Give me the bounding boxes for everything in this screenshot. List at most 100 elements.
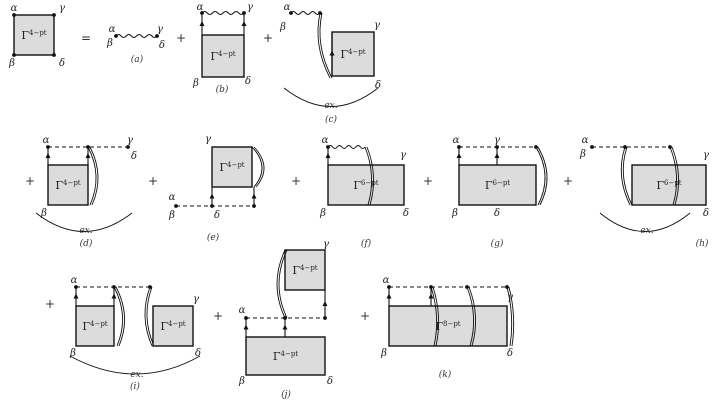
gamma-label: γ [59,3,65,14]
caption-b: (b) [216,84,229,95]
caption-k: (k) [439,369,452,380]
alpha-label: α [71,275,78,286]
arrow-up-icon [325,153,331,158]
gamma-symbol: Γ [292,264,300,277]
gamma-vertex-box [245,336,326,376]
gamma-vertex-box [631,164,707,206]
gamma-vertex-label: Γ4−pt [210,50,235,63]
plus-sign: + [25,174,35,188]
double-propagator [364,146,373,206]
vertex-dot [52,53,56,57]
arrow-up-icon [85,153,91,158]
gamma-symbol: Γ [435,320,443,333]
arrow-up-icon [111,293,117,299]
delta-label: δ [195,348,201,359]
double-propagator [87,146,97,206]
delta-label: δ [703,208,709,219]
delta-label: δ [327,376,333,387]
plus-sign: + [148,174,158,188]
caption-c: (c) [325,114,338,125]
delta-label: δ [375,80,381,91]
double-propagator [506,286,513,347]
exchange-label: ex. [130,370,143,380]
exchange-arc [599,212,691,232]
delta-label: δ [59,58,65,69]
gamma-vertex-box [152,305,194,347]
gamma-superscript: 8−pt [443,320,461,328]
gamma-superscript: 4−pt [281,350,299,358]
lhs-gamma-box [13,14,55,56]
alpha-label: α [43,135,50,146]
gamma-label: γ [247,2,253,13]
vertex-dot [174,204,178,208]
double-propagator [89,146,99,206]
vertex-dot [52,13,56,17]
gamma-vertex-label: Γ4−pt [21,29,46,42]
double-propagator [317,12,331,79]
gamma-superscript: 4−pt [168,320,186,328]
vertex-dot [323,316,327,320]
wavy-propagator [290,11,321,15]
arrow-up-icon [322,301,328,306]
delta-label: δ [214,210,220,221]
double-propagator [115,286,125,347]
gamma-label: γ [323,239,329,250]
double-propagator [430,286,438,347]
beta-label: β [168,210,175,221]
beta-label: β [451,208,458,219]
caption-g: (g) [491,238,504,249]
delta-label: δ [494,208,500,219]
gamma-vertex-box [284,249,326,291]
double-propagator [671,146,680,206]
gamma-vertex-label: Γ4−pt [55,179,80,192]
wavy-propagator [201,11,245,15]
gamma-superscript: 4−pt [29,29,47,37]
gamma-vertex-box [327,164,405,206]
gamma-symbol: Γ [160,320,168,333]
double-propagator [466,286,475,347]
arrow-up-icon [494,153,500,158]
alpha-label: α [322,135,329,146]
gamma-label: γ [127,135,133,146]
gamma-label: γ [374,20,380,31]
alpha-label: α [284,2,291,13]
plus-sign: + [45,297,55,311]
gamma-vertex-label: Γ8−pt [435,320,460,333]
gamma-vertex-label: Γ4−pt [82,320,107,333]
gamma-vertex-label: Γ4−pt [340,48,365,61]
alpha-label: α [383,275,390,286]
beta-label: β [319,208,326,219]
vertex-dot [126,145,130,149]
double-propagator [253,146,265,188]
double-propagator [146,286,155,347]
double-propagator [251,146,263,188]
delta-label: δ [507,348,513,359]
plus-sign: + [213,309,223,323]
gamma-vertex-label: Γ4−pt [292,264,317,277]
gamma-vertex-label: Γ6−pt [485,179,510,192]
double-propagator [113,286,123,347]
arrow-up-icon [456,153,462,158]
gamma-superscript: 4−pt [300,264,318,272]
delta-label: δ [403,208,409,219]
gamma-vertex-box [331,31,375,77]
vertex-dot [590,145,594,149]
delta-label: δ [131,151,137,162]
gamma-label: γ [205,134,211,145]
caption-e: (e) [207,232,220,243]
gamma-symbol: Γ [219,161,227,174]
gamma-superscript: 4−pt [63,179,81,187]
gamma-symbol: Γ [210,50,218,63]
alpha-label: α [109,24,116,35]
gamma-symbol: Γ [485,179,493,192]
double-propagator [432,286,440,347]
gamma-symbol: Γ [55,179,63,192]
vertex-dot [12,53,16,57]
gamma-vertex-box [458,164,537,206]
double-propagator [319,12,333,79]
gamma-vertex-label: Γ6−pt [656,179,681,192]
gamma-symbol: Γ [353,179,361,192]
wavy-propagator [115,34,158,38]
gamma-label: γ [507,292,513,303]
plus-sign: + [176,31,186,45]
